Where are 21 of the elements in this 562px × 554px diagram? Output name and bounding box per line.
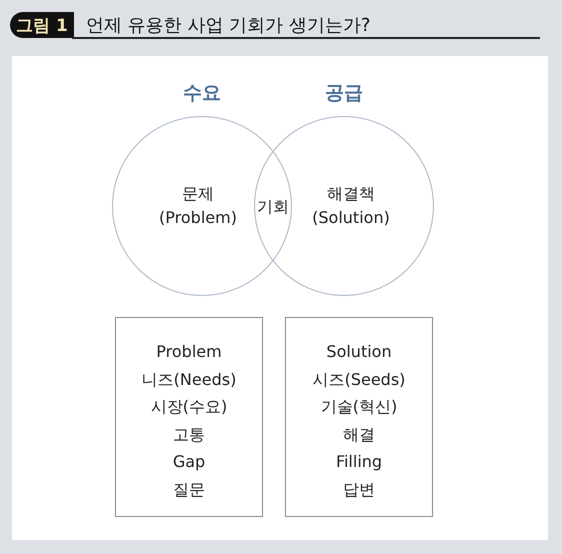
list-item: Filling xyxy=(336,451,382,473)
list-item: 답변 xyxy=(343,478,375,500)
overlap-label: 기회 xyxy=(257,197,289,218)
list-item: Problem xyxy=(156,341,222,363)
list-item: 기술(혁신) xyxy=(320,396,398,418)
circle-heading: 수요 xyxy=(183,81,221,106)
circle-text: 문제 (Problem) xyxy=(158,183,238,229)
list-item: Solution xyxy=(326,341,392,363)
list-item: 시즈(Seeds) xyxy=(312,368,406,390)
list-item: 시장(수요) xyxy=(150,396,228,418)
figure-number-badge: 그림 1 xyxy=(10,12,74,38)
list-item: 니즈(Needs) xyxy=(142,368,236,390)
list-item: Gap xyxy=(172,451,206,473)
figure-title: 언제 유용한 사업 기회가 생기는가? xyxy=(86,14,370,37)
list-box xyxy=(285,317,433,517)
list-box xyxy=(115,317,263,517)
list-item: 질문 xyxy=(173,478,205,500)
list-item: 해결 xyxy=(343,424,375,446)
circle-text: 해결책 (Solution) xyxy=(311,183,391,229)
circle-heading: 공급 xyxy=(325,81,363,106)
list-item: 고통 xyxy=(173,424,205,446)
